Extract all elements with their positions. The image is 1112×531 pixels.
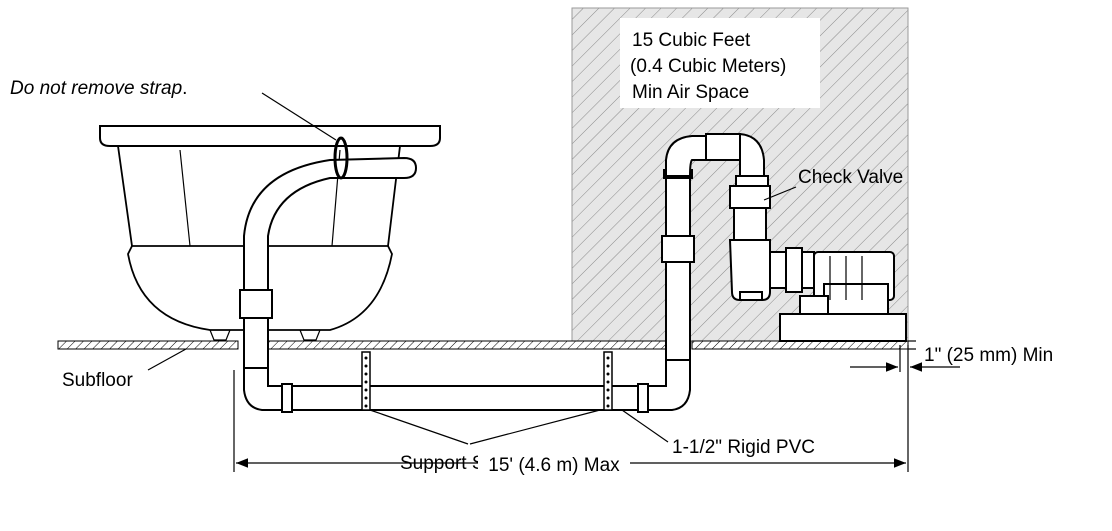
horizontal-pvc-pipe <box>243 359 691 413</box>
clearance-label: 1" (25 mm) Min <box>924 345 1053 366</box>
support-strap-right <box>603 351 613 411</box>
pipe-spec-label: 1-1/2" Rigid PVC <box>672 437 815 458</box>
strap-note-label: Do not remove strap. <box>10 78 187 99</box>
max-distance-label: 15' (4.6 m) Max <box>488 455 620 476</box>
check-valve <box>729 175 771 241</box>
support-strap-left <box>361 351 371 411</box>
air-space-label-line3: Min Air Space <box>632 82 749 103</box>
riser-pipe <box>661 132 765 361</box>
subfloor <box>57 340 916 350</box>
subfloor-label: Subfloor <box>62 370 133 391</box>
leader-lines <box>147 92 797 445</box>
pump <box>728 239 907 342</box>
air-space-label-line1: 15 Cubic Feet <box>632 30 751 51</box>
tub-drain-pipe <box>239 136 418 369</box>
check-valve-label: Check Valve <box>798 167 903 188</box>
air-space-label-line2: (0.4 Cubic Meters) <box>630 56 786 77</box>
